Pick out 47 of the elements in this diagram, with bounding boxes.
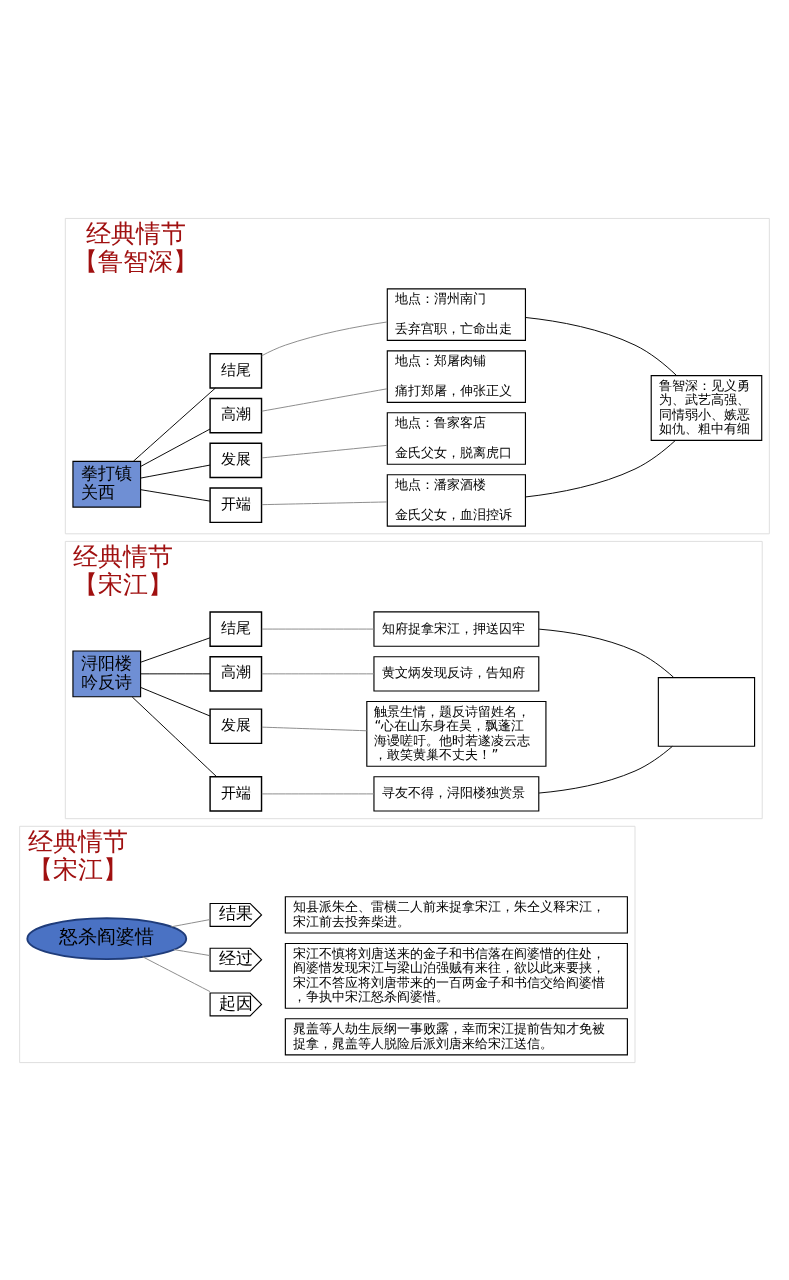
connector [132,387,216,462]
node-box: 知县派朱仝、雷横二人前来捉拿宋江，朱仝义释宋江，宋江前去投奔柴进。 [284,895,628,934]
connector [131,696,218,777]
node-box: 结尾 [209,610,263,647]
node-box: 地点：渭州南门 丢弃宫职，亡命出走 [386,287,527,341]
connector [140,686,211,716]
connector [261,321,388,356]
node-box: 拳打镇关西 [72,460,142,508]
node-box: 知府捉拿宋江，押送囚牢 [373,610,540,647]
connector [538,745,673,793]
node-box: 地点：鲁家客店 金氏父女，脱离虎口 [386,411,527,465]
node-box: 开端 [209,775,263,812]
node-box: 发展 [209,442,263,478]
connector [261,628,375,630]
connector [140,428,211,467]
node-box: 寻友不得，浔阳楼独赏景 [373,775,540,812]
connector [525,316,677,376]
node-box: 浔阳楼吟反诗 [72,649,142,697]
connector [140,464,211,479]
node-ellipse: 怒杀阎婆惜 [26,916,188,960]
connector [140,488,211,502]
connector [538,628,675,678]
node-box: 黄文炳发现反诗，告知府 [373,655,540,692]
connector [261,792,375,794]
node-box: 高潮 [209,397,263,433]
node-box: 开端 [209,486,263,523]
node-box: 发展 [209,707,263,744]
connector [525,439,676,497]
connector [261,444,388,458]
connector [140,672,211,674]
node-box: 高潮 [209,655,263,692]
node-box [657,676,756,747]
connector [140,636,211,663]
connector [261,726,368,731]
node-box: 地点：潘家酒楼 金氏父女，血泪控诉 [386,473,527,527]
connector [142,955,211,992]
node-box: 鲁智深：见义勇为、武艺高强、同情弱小、嫉恶如仇、粗中有细 [650,374,763,441]
connector [173,948,211,956]
connector [261,672,375,674]
node-box: 宋江不慎将刘唐送来的金子和书信落在阎婆惜的住处，阎婆惜发现宋江与梁山泊强贼有来往，欲以此来要挟，宋江不答应将刘唐带来的一百两金子和书信交给阎婆惜，争执中宋江怒杀阎婆惜。 [284,942,628,1009]
node-box: 地点：郑屠肉铺 痛打郑屠，伸张正义 [386,349,527,403]
node-box: 结尾 [209,352,263,389]
connector [261,500,388,505]
node-box: 晁盖等人劫生辰纲一事败露，幸而宋江提前告知才免被捉拿，晁盖等人脱险后派刘唐来给宋江送信。 [284,1017,628,1055]
connector [261,387,388,412]
node-box: 触景生情，题反诗留姓名，“心在山东身在吴，飘蓬江海谩嗟吁。他时若遂凌云志，敢笑黄巢不丈夫！” [366,700,547,767]
connector [170,918,211,927]
